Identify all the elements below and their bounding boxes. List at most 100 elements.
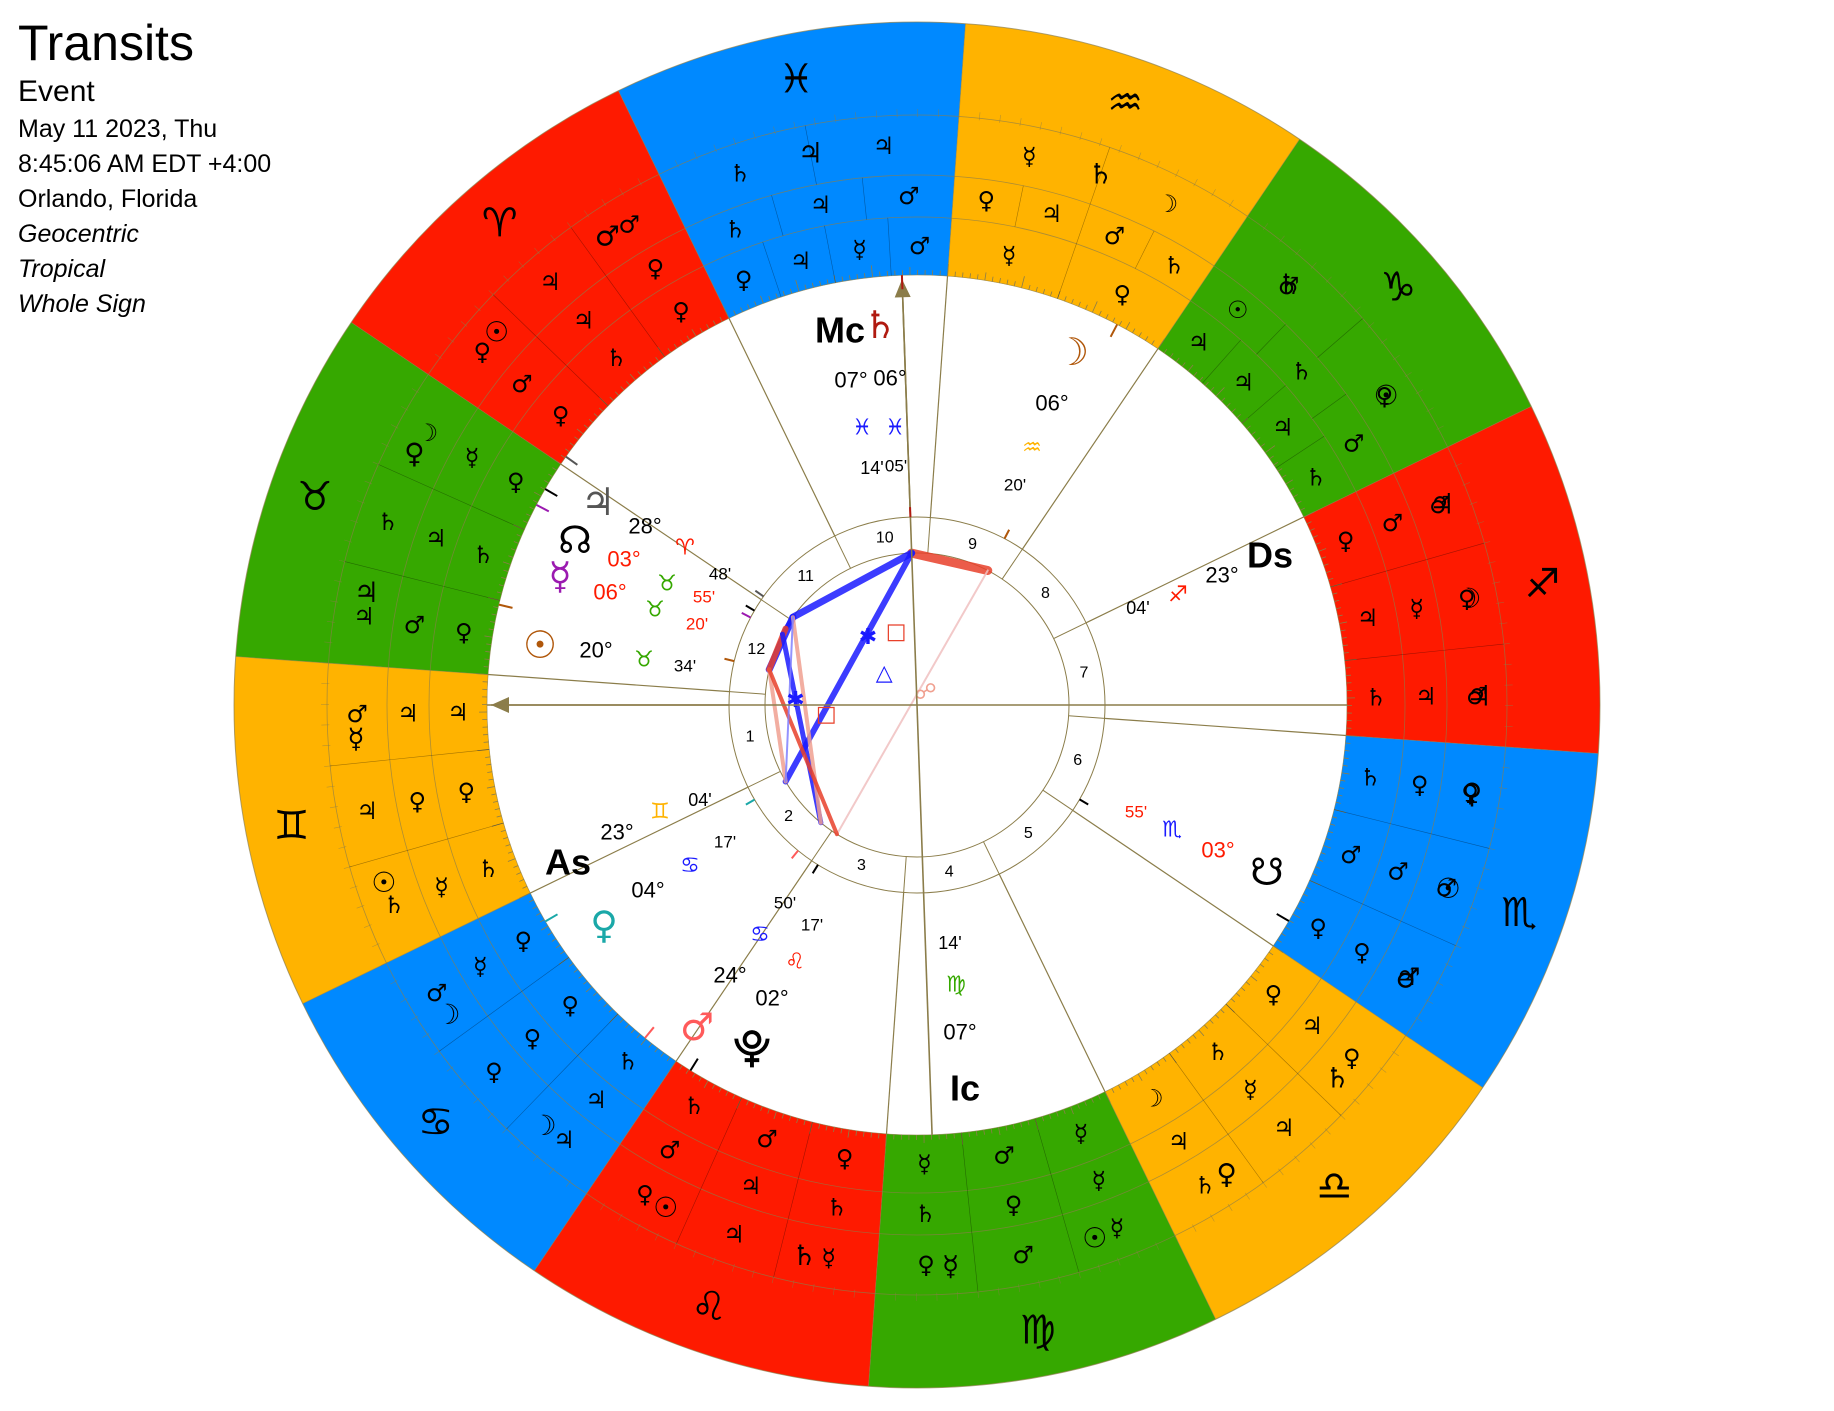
decan-ruler-glyph: ♄ (472, 541, 494, 569)
angle-minutes: 04' (1126, 598, 1149, 618)
degree-tick (751, 1269, 755, 1278)
degree-tick (1099, 138, 1103, 147)
degree-tick (1426, 407, 1434, 412)
degree-tick (569, 442, 575, 447)
house-number: 5 (1024, 825, 1033, 842)
decan-ruler-glyph: ♂ (1104, 222, 1126, 250)
decan-ruler-glyph: ♂ (1340, 841, 1362, 869)
mars-position-tick (644, 1026, 655, 1039)
degree-tick (754, 301, 757, 307)
degree-tick (1469, 906, 1477, 910)
degree-tick (599, 397, 609, 407)
south-node-minutes: 55' (1125, 803, 1147, 822)
south-node-icon: ☋ (1250, 850, 1284, 894)
pluto-icon: ⯓ (733, 1026, 770, 1070)
degree-tick (1461, 925, 1470, 930)
degree-tick (636, 1033, 641, 1039)
decan-ruler-glyph: ♃ (798, 137, 823, 170)
degree-tick (488, 628, 494, 631)
degree-tick (863, 1131, 865, 1137)
degree-tick (533, 491, 542, 497)
degree-tick (1117, 1257, 1121, 1266)
degree-tick (1318, 859, 1324, 862)
sun-degree: 20° (579, 638, 612, 663)
degree-tick (990, 1128, 993, 1134)
degree-tick (804, 284, 807, 290)
degree-tick (507, 858, 516, 862)
decan-ruler-glyph: ♃ (353, 603, 375, 631)
degree-tick (422, 1032, 430, 1038)
decan-ruler-glyph: ♀ (1411, 771, 1429, 799)
decan-ruler-glyph: ♃ (425, 525, 447, 553)
angle-label-ic: Ic (950, 1068, 980, 1109)
decan-ruler-glyph: ♃ (539, 268, 561, 296)
degree-tick (1125, 321, 1131, 330)
decan-divider (447, 822, 504, 840)
decan-ruler-glyph: ♀ (455, 619, 473, 647)
degree-tick (508, 555, 514, 558)
degree-tick (324, 641, 333, 644)
degree-tick (984, 272, 987, 281)
degree-tick (1255, 969, 1260, 974)
aspect-line (789, 549, 916, 621)
mars-minutes: 50' (774, 894, 796, 913)
decan-divider (402, 575, 444, 587)
degree-tick (548, 473, 553, 478)
degree-tick (818, 1123, 821, 1129)
degree-tick (975, 1130, 978, 1136)
degree-tick (517, 1141, 524, 1148)
degree-tick (718, 1087, 722, 1093)
south-node-inner-tick (1079, 798, 1089, 806)
degree-tick (740, 307, 743, 313)
decan-ruler-glyph: ♀ (1216, 1158, 1237, 1191)
degree-tick (692, 1073, 696, 1078)
degree-tick (507, 851, 513, 854)
decan-divider (1034, 1118, 1052, 1175)
decan-ruler-glyph: ♀ (1337, 527, 1355, 555)
pluto-position-tick (689, 1058, 699, 1072)
degree-tick (1342, 644, 1348, 647)
decan-ruler-glyph: ☿ (465, 444, 480, 472)
sign-wedge-libra (1105, 945, 1483, 1320)
sign-wedge-pisces (618, 21, 966, 319)
degree-tick (343, 866, 352, 869)
degree-tick (1027, 1120, 1030, 1126)
sign-wedge-taurus (235, 322, 561, 675)
house-number: 4 (945, 863, 954, 880)
degree-tick (809, 1122, 813, 1134)
decan-ruler-glyph: ♄ (792, 1239, 817, 1272)
decan-ruler-glyph: ♄ (1305, 464, 1327, 492)
degree-tick (1392, 355, 1400, 361)
decan-ruler-glyph: ♃ (447, 698, 469, 726)
decan-divider (804, 125, 817, 185)
degree-tick (1097, 1094, 1101, 1100)
degree-tick (1250, 975, 1258, 982)
degree-tick (534, 247, 540, 255)
pluto-sign-glyph: ♌ (785, 950, 805, 975)
decan-divider (506, 1085, 549, 1130)
zodiac-ring (326, 114, 1508, 1296)
decan-divider (349, 850, 408, 868)
degree-tick (1042, 289, 1046, 295)
decan-ruler-glyph: ♀ (1309, 914, 1327, 942)
degree-tick (1303, 893, 1308, 897)
degree-tick (490, 621, 496, 623)
decan-ruler-glyph: ♄ (724, 216, 746, 244)
jupiter-position-tick (565, 455, 578, 466)
degree-tick (609, 396, 614, 401)
degree-tick (1038, 1280, 1041, 1289)
mars-inner-tick (790, 849, 799, 859)
degree-tick (411, 1015, 419, 1021)
decan-ruler-glyph: ♃ (810, 191, 832, 219)
degree-tick (1337, 614, 1343, 617)
mercury-minutes: 20' (686, 615, 708, 634)
house-cusp (1021, 348, 1159, 550)
decan-divider (570, 227, 607, 277)
degree-tick (486, 763, 492, 766)
degree-tick (1124, 1081, 1128, 1086)
degree-tick (505, 844, 511, 847)
degree-tick (753, 131, 756, 140)
degree-tick (673, 343, 678, 349)
pluto-minutes: 17' (801, 916, 823, 935)
decan-ruler-glyph: ♂ (756, 1125, 778, 1153)
